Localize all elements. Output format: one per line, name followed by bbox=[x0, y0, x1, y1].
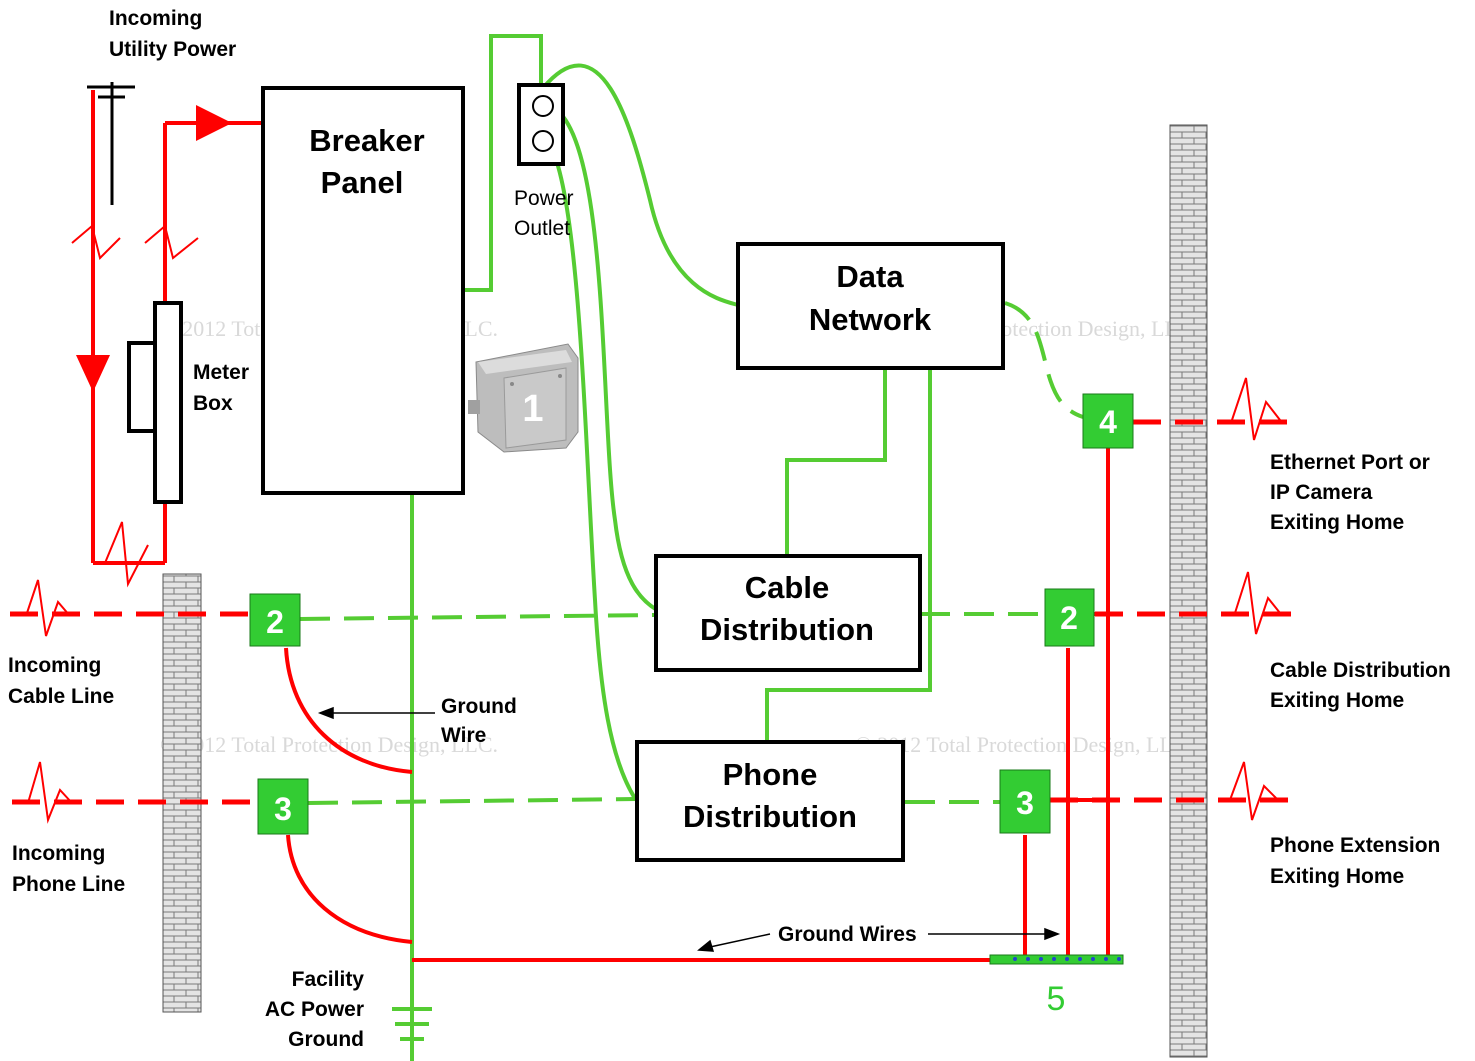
ground-wire-label-1: Ground bbox=[441, 695, 517, 718]
ground-bar-dots bbox=[1013, 957, 1121, 961]
marker-2-left-box: 2 bbox=[249, 593, 301, 647]
red-dashed-lines bbox=[10, 419, 1300, 805]
ground-wires-label: Ground Wires bbox=[778, 923, 917, 946]
data-network-label-2: Network bbox=[809, 302, 932, 337]
watermark-4: © 2012 Total Protection Design, LLC. bbox=[855, 732, 1193, 757]
left-brick-wall bbox=[162, 573, 202, 1013]
phone-exit-label-2: Exiting Home bbox=[1270, 865, 1404, 888]
marker-5: 5 bbox=[1047, 980, 1066, 1018]
phone-exit-label-1: Phone Extension bbox=[1270, 834, 1440, 857]
facility-ground-label-2: AC Power bbox=[265, 998, 364, 1021]
green-dashed-lines bbox=[299, 301, 1084, 805]
marker-2-left: 2 bbox=[266, 604, 284, 640]
marker-1: 1 bbox=[522, 388, 543, 430]
marker-3-right: 3 bbox=[1016, 785, 1034, 821]
cable-exit-label-1: Cable Distribution bbox=[1270, 659, 1451, 682]
ethernet-label-2: IP Camera bbox=[1270, 481, 1373, 504]
incoming-power-label-2: Utility Power bbox=[109, 38, 236, 61]
marker-2-right-box: 2 bbox=[1044, 588, 1095, 647]
facility-ground-label-3: Ground bbox=[288, 1028, 364, 1051]
data-network-box bbox=[736, 242, 1005, 370]
outlet-socket-bottom bbox=[532, 130, 554, 152]
breaker-panel-label-2: Panel bbox=[321, 165, 404, 200]
incoming-power-label-1: Incoming bbox=[109, 7, 202, 30]
phone-distribution-label-2: Distribution bbox=[683, 799, 857, 834]
power-outlet-label-1: Power bbox=[514, 187, 574, 210]
surge-squiggles bbox=[25, 377, 1281, 824]
surge-protector-device: 1 bbox=[468, 343, 579, 453]
right-brick-wall bbox=[1169, 124, 1208, 1058]
incoming-cable-label-2: Cable Line bbox=[8, 685, 114, 708]
meter-box-meter bbox=[127, 341, 157, 433]
marker-3-left: 3 bbox=[274, 791, 292, 827]
ethernet-label-1: Ethernet Port or bbox=[1270, 451, 1430, 474]
outlet-socket-top bbox=[532, 95, 554, 117]
power-outlet-label-2: Outlet bbox=[514, 217, 570, 240]
marker-2-right: 2 bbox=[1060, 600, 1078, 636]
cable-distribution-label-2: Distribution bbox=[700, 612, 874, 647]
meter-box-label-1: Meter bbox=[193, 361, 249, 384]
incoming-phone-label-2: Phone Line bbox=[12, 873, 125, 896]
green-wiring bbox=[392, 34, 932, 1061]
marker-3-right-box: 3 bbox=[999, 769, 1051, 834]
red-ground-wires bbox=[284, 448, 1110, 962]
meter-box-frame bbox=[153, 301, 183, 504]
incoming-cable-label-1: Incoming bbox=[8, 654, 101, 677]
phone-distribution-box bbox=[635, 740, 905, 862]
breaker-panel-label-1: Breaker bbox=[309, 123, 424, 158]
incoming-phone-label-1: Incoming bbox=[12, 842, 105, 865]
ethernet-label-3: Exiting Home bbox=[1270, 511, 1404, 534]
annotation-arrows bbox=[317, 706, 1061, 952]
marker-4: 4 bbox=[1099, 404, 1117, 440]
cable-distribution-box bbox=[654, 554, 922, 672]
marker-3-left-box: 3 bbox=[257, 778, 309, 835]
utility-power-lines bbox=[71, 82, 262, 588]
marker-4-box: 4 bbox=[1082, 393, 1134, 449]
data-network-label-1: Data bbox=[836, 259, 904, 294]
phone-distribution-label-1: Phone bbox=[723, 757, 818, 792]
facility-ground-label-1: Facility bbox=[292, 968, 365, 991]
ground-wire-label-2: Wire bbox=[441, 724, 486, 747]
meter-box-label-2: Box bbox=[193, 392, 233, 415]
cable-distribution-label-1: Cable bbox=[745, 570, 829, 605]
watermark-3: © 2012 Total Protection Design, LLC. bbox=[160, 732, 498, 757]
ground-bar bbox=[989, 954, 1124, 965]
breaker-panel-box bbox=[261, 86, 465, 495]
cable-exit-label-2: Exiting Home bbox=[1270, 689, 1404, 712]
